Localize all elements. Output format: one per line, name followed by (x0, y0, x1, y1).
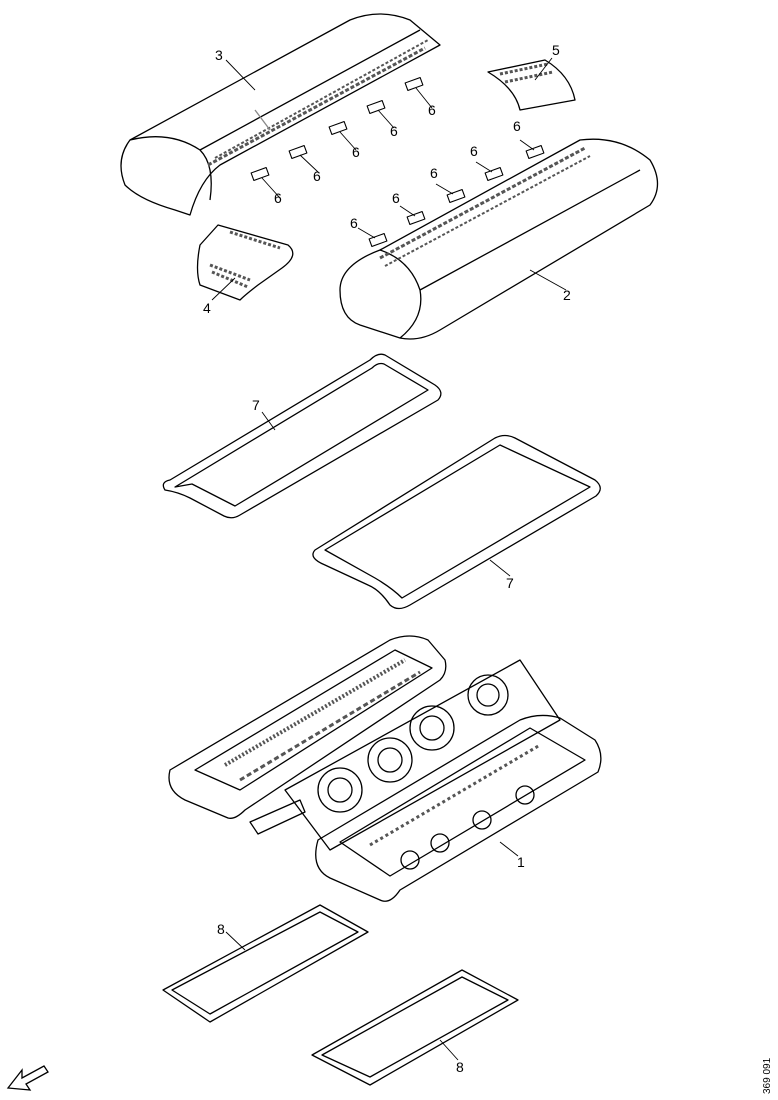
callout-3: 3 (215, 47, 223, 63)
callout-6-h: 6 (430, 165, 438, 181)
part-4-end-cap (196, 224, 294, 301)
part-3-left-cover (120, 13, 441, 216)
callout-8-b: 8 (456, 1059, 464, 1075)
part-1-base-unit (168, 635, 602, 902)
part-5-end-cap (487, 59, 576, 111)
callout-6-d: 6 (390, 123, 398, 139)
callout-2: 2 (563, 287, 571, 303)
part-2-right-cover (339, 138, 659, 340)
callout-7-b: 7 (506, 575, 514, 591)
callout-6-f: 6 (350, 215, 358, 231)
part-7-gasket-upper (162, 353, 442, 519)
callout-labels: 3 5 4 2 6 6 6 6 6 6 6 6 6 6 7 7 1 8 8 (203, 42, 571, 1075)
callout-6-b: 6 (313, 168, 321, 184)
part-8-frame-right (311, 969, 519, 1086)
callout-6-a: 6 (274, 190, 282, 206)
callout-8-a: 8 (217, 921, 225, 937)
part-6-clips (250, 76, 545, 248)
figure-id: 369 091 (762, 1057, 773, 1094)
callout-6-e: 6 (428, 102, 436, 118)
leader-lines (211, 57, 567, 1061)
callout-4: 4 (203, 300, 211, 316)
arrow-front-icon (6, 1065, 49, 1091)
callout-6-i: 6 (470, 143, 478, 159)
part-7-gasket-lower (312, 434, 601, 610)
callout-1: 1 (517, 854, 525, 870)
callout-6-c: 6 (352, 144, 360, 160)
callout-6-g: 6 (392, 190, 400, 206)
callout-5: 5 (552, 42, 560, 58)
callout-6-j: 6 (513, 118, 521, 134)
part-8-frame-left (162, 904, 369, 1023)
callout-7-a: 7 (252, 397, 260, 413)
